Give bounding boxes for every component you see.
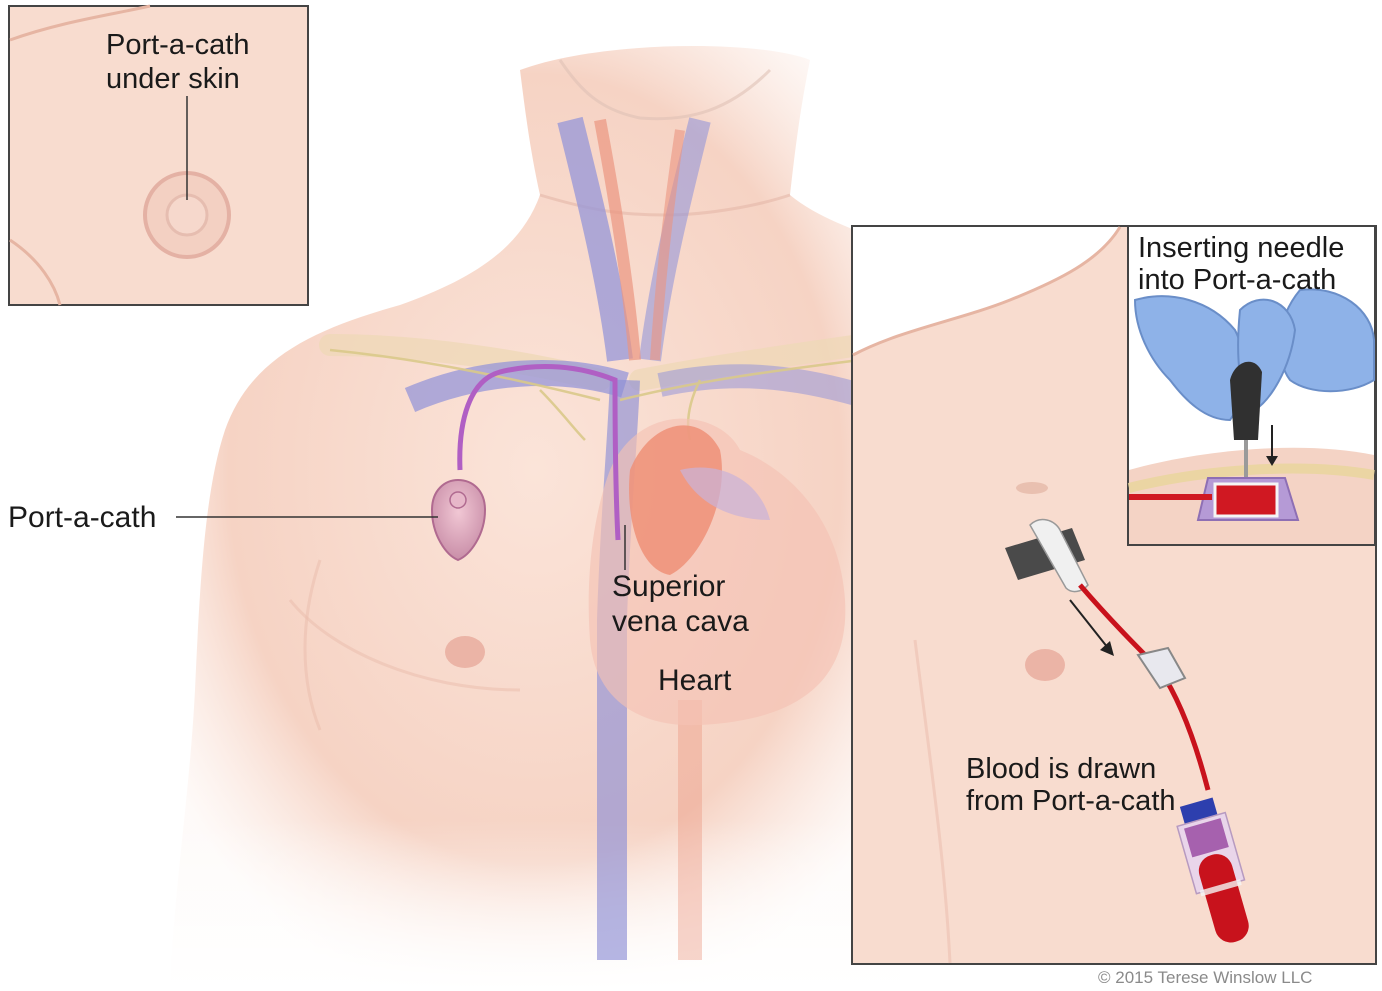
blood-label-line2: from Port-a-cath — [966, 785, 1176, 817]
nipple-left — [445, 636, 485, 668]
svc-label-line2: vena cava — [612, 605, 749, 638]
blood-label-line1: Blood is drawn — [966, 753, 1156, 785]
inset-inserting-needle: Inserting needle into Port-a-cath — [1128, 226, 1375, 545]
port-reservoir — [1215, 484, 1277, 516]
heart-label: Heart — [658, 664, 732, 697]
inset-skin-label-line2: under skin — [106, 63, 240, 95]
inset-skin-label-line1: Port-a-cath — [106, 29, 249, 61]
needle-label-line2: into Port-a-cath — [1138, 264, 1336, 296]
nipple-right — [1025, 649, 1065, 681]
inset-under-skin: Port-a-cath under skin — [9, 6, 308, 305]
svc-label-line1: Superior — [612, 570, 725, 603]
needle-label-line1: Inserting needle — [1138, 232, 1344, 264]
port-a-cath-label: Port-a-cath — [8, 501, 156, 534]
copyright-credit: © 2015 Terese Winslow LLC — [1098, 968, 1312, 986]
